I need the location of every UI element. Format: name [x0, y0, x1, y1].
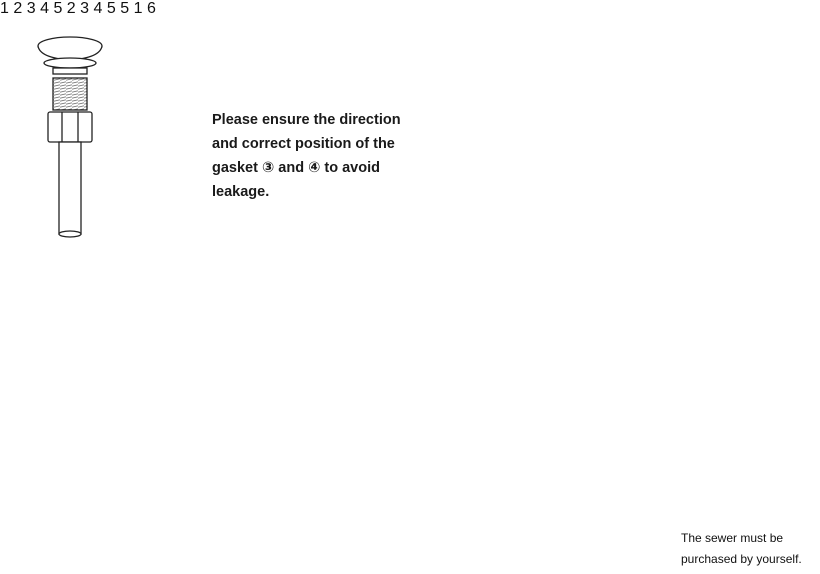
callout-3-sink: 3 [80, 0, 90, 17]
instruction-line: gasket ③ and ④ to avoid [212, 160, 380, 176]
callout-4-step: 4 [93, 0, 103, 17]
sewer-note-line: The sewer must be [681, 531, 784, 545]
callout-4-top: 4 [40, 0, 49, 17]
callout-1-press: 1 [133, 0, 143, 17]
callout-2-sink: 2 [66, 0, 76, 17]
instruction-line: Please ensure the direction [212, 112, 401, 128]
assembled-drain [37, 36, 103, 238]
callout-2-top: 2 [13, 0, 23, 17]
callout-5-step: 5 [106, 0, 116, 17]
gasket-instruction-text: Please ensure the direction and correct … [212, 108, 412, 204]
sewer-note: The sewer must be purchased by yourself. [681, 528, 802, 570]
sewer-note-line: purchased by yourself. [681, 552, 802, 566]
callout-6-sewer: 6 [146, 0, 156, 17]
instruction-line: leakage. [212, 184, 270, 200]
callout-1-top: 1 [0, 0, 9, 17]
instruction-line: and correct position of the [212, 136, 395, 152]
callout-5-tighten: 5 [120, 0, 130, 17]
callout-3-top: 3 [26, 0, 36, 17]
callout-5-top: 5 [53, 0, 63, 17]
